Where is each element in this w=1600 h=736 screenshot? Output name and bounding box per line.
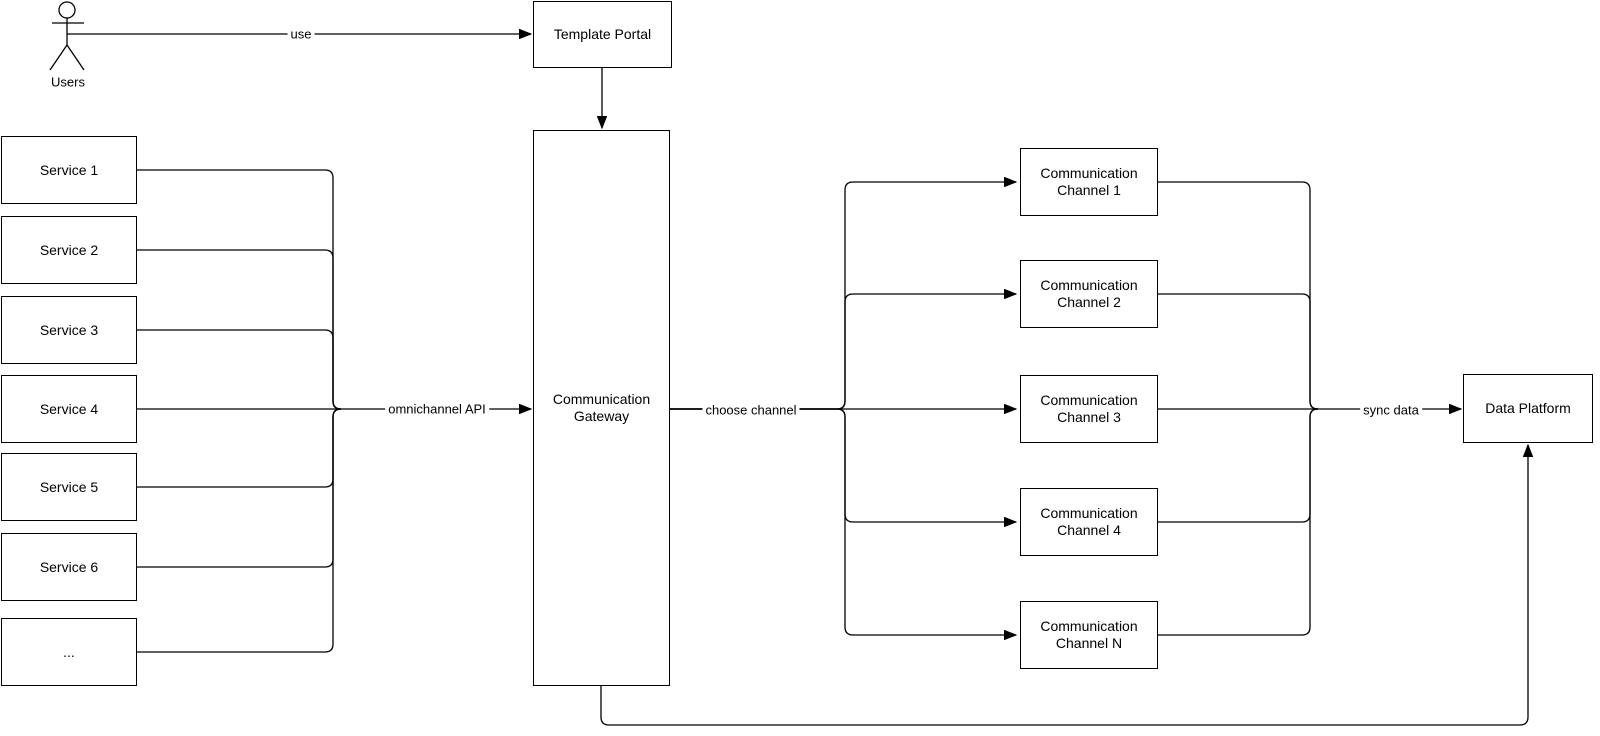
node-channel-2: Communication Channel 2 [1020,260,1158,328]
edge-label-omnichannel-api: omnichannel API [385,401,489,417]
node-channel-3: Communication Channel 3 [1020,375,1158,443]
node-service-3: Service 3 [1,296,137,364]
edge-channel-4-to-sync [1158,408,1319,523]
edge-label-choose-channel: choose channel [702,402,800,418]
edge-service-3 [137,329,342,410]
edge-service-1 [137,169,342,410]
node-service-2: Service 2 [1,216,137,284]
node-channel-4: Communication Channel 4 [1020,488,1158,556]
edge-gateway-to-channel-2 [670,294,1016,410]
node-channel-n: Communication Channel N [1020,601,1158,669]
node-communication-gateway: Communication Gateway [533,130,670,686]
edge-channel-n-to-sync [1158,408,1319,636]
edge-service-6 [137,408,342,568]
edge-gateway-to-channel-1 [670,182,1016,410]
edge-channel-1-to-sync [1158,181,1319,410]
actor-users-icon [49,1,85,71]
node-template-portal: Template Portal [533,1,672,68]
actor-users-label: Users [49,74,87,90]
node-channel-1: Communication Channel 1 [1020,148,1158,216]
edge-gateway-to-channel-4 [670,408,1016,522]
node-service-5: Service 5 [1,453,137,521]
edge-label-use: use [287,26,315,42]
edge-service-more [137,408,342,653]
edge-gateway-to-channel-n [670,408,1016,635]
edge-label-sync-data: sync data [1360,402,1422,418]
edge-service-5 [137,408,342,488]
node-data-platform: Data Platform [1463,374,1593,443]
node-service-1: Service 1 [1,136,137,204]
node-service-more: ... [1,618,137,686]
node-service-6: Service 6 [1,533,137,601]
edge-gateway-to-dataplatform-bottom [600,445,1528,726]
node-service-4: Service 4 [1,375,137,443]
edge-channel-2-to-sync [1158,293,1319,410]
